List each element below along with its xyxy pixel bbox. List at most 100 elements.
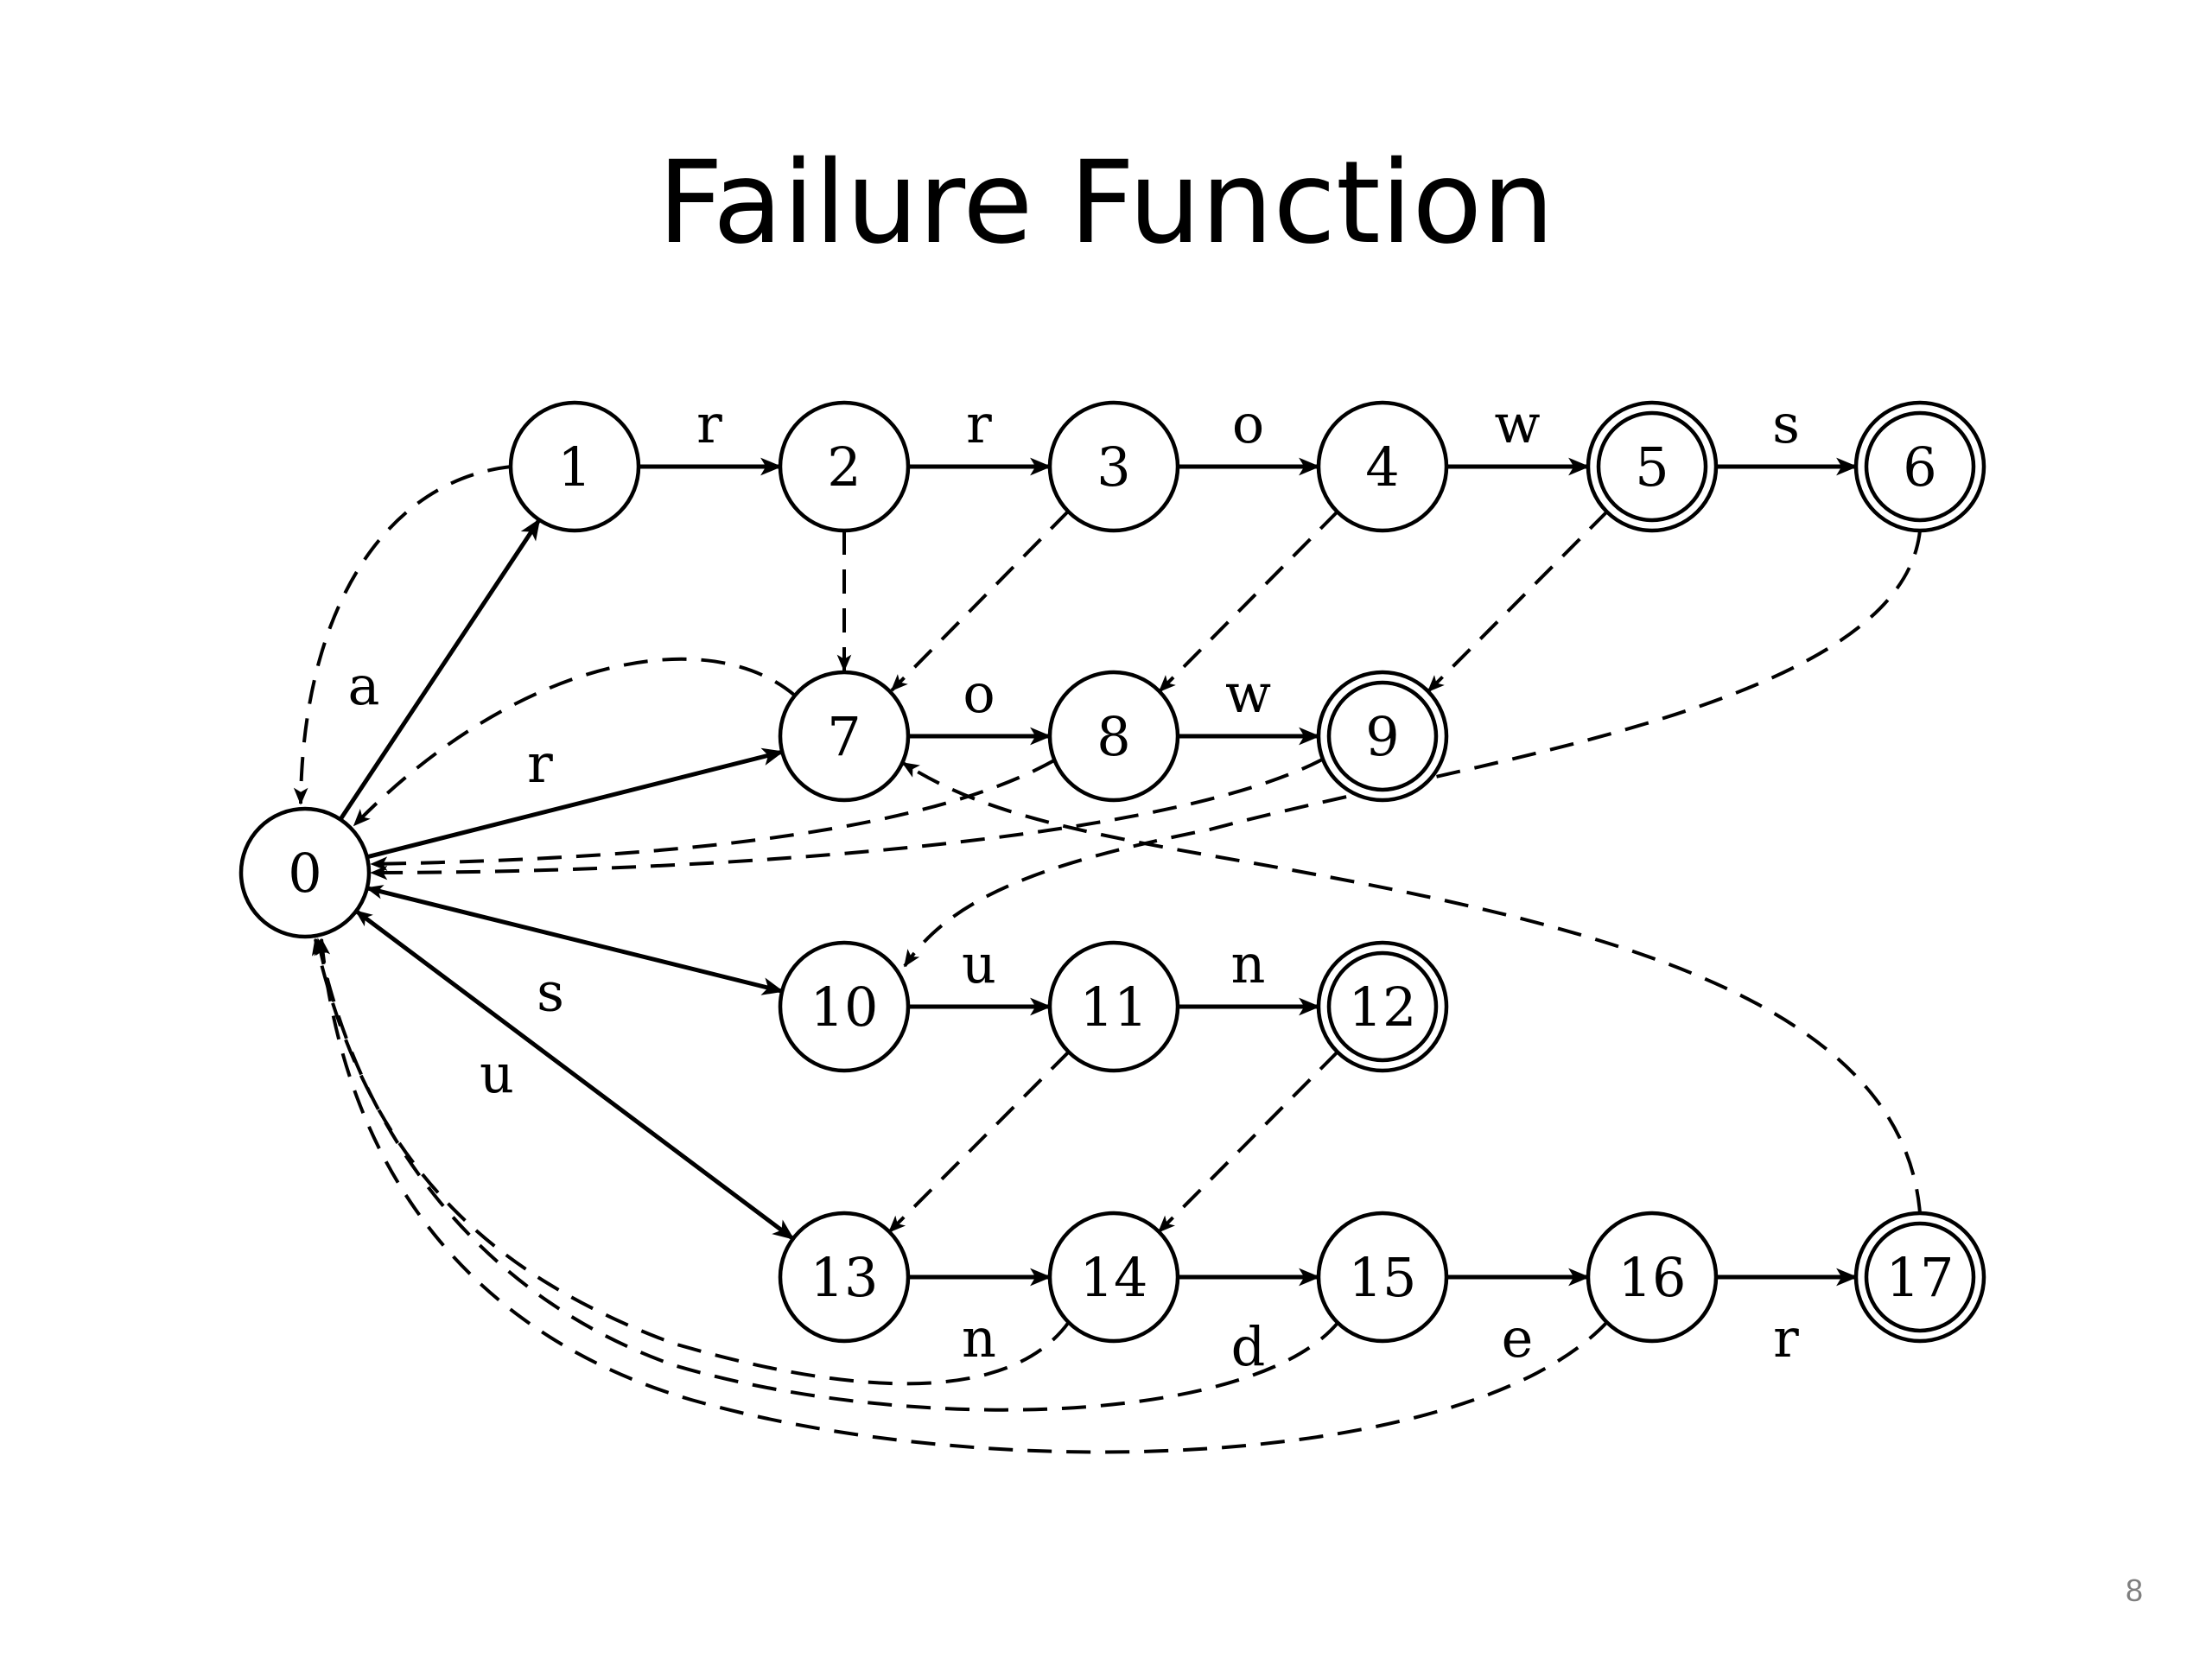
state-label: 5 (1635, 435, 1669, 499)
transition-label-2-3: r (966, 392, 992, 455)
state-label: 7 (827, 705, 861, 768)
state-3: 3 (1047, 400, 1180, 533)
state-label: 1 (557, 435, 591, 499)
state-2: 2 (778, 400, 911, 533)
state-8: 8 (1047, 670, 1180, 803)
transition-label-16-17: r (1773, 1306, 1799, 1370)
state-label: 17 (1886, 1246, 1955, 1309)
state-label: 0 (288, 842, 321, 905)
transitions (338, 457, 1859, 1287)
state-11: 11 (1047, 940, 1180, 1073)
state-9: 9 (1316, 670, 1449, 803)
state-1: 1 (508, 400, 641, 533)
state-label: 12 (1349, 976, 1417, 1039)
state-circle (778, 670, 911, 803)
state-circle (778, 400, 911, 533)
state-0: 0 (238, 806, 372, 939)
accepting-ring (1864, 1221, 1976, 1333)
transition-0-1 (338, 518, 542, 821)
state-17: 17 (1853, 1211, 1986, 1344)
transition-label-0-13: u (480, 1042, 514, 1105)
transition-label-14-15: d (1231, 1315, 1266, 1378)
transition-label-4-5: w (1494, 392, 1540, 455)
failure-link-15-0 (314, 938, 1340, 1412)
failure-link-3-7 (890, 510, 1070, 692)
state-circle (1586, 400, 1719, 533)
state-circle (1316, 670, 1449, 803)
state-4: 4 (1316, 400, 1449, 533)
state-16: 16 (1586, 1211, 1719, 1344)
state-circle (1047, 400, 1180, 533)
state-7: 7 (778, 670, 911, 803)
state-5: 5 (1586, 400, 1719, 533)
transition-label-5-6: s (1772, 392, 1800, 455)
state-label: 2 (827, 435, 861, 499)
state-label: 3 (1096, 435, 1130, 499)
state-label: 6 (1903, 435, 1936, 499)
failure-link-8-0 (370, 759, 1055, 871)
failure-link-12-14 (1157, 1051, 1339, 1233)
transition-label-0-10: s (537, 961, 564, 1024)
failure-link-16-0 (315, 938, 1609, 1454)
transition-label-8-9: w (1225, 662, 1271, 725)
transition-0-10 (366, 886, 785, 995)
state-6: 6 (1853, 400, 1986, 533)
state-circle (1853, 1211, 1986, 1344)
failure-link-4-8 (1158, 510, 1339, 693)
state-circle (508, 400, 641, 533)
failure-link-14-0 (311, 938, 1071, 1386)
state-circle (1853, 400, 1986, 533)
slide-number: 8 (2125, 1573, 2143, 1608)
failure-link-11-13 (887, 1050, 1071, 1234)
state-label: 16 (1618, 1246, 1687, 1309)
state-label: 10 (810, 976, 879, 1039)
transition-label-0-7: r (527, 732, 553, 795)
failure-link-6-10 (903, 530, 1922, 968)
failure-link-1-0 (293, 465, 512, 805)
accepting-ring (1864, 410, 1976, 523)
state-circle (1047, 940, 1180, 1073)
state-label: 13 (810, 1246, 879, 1309)
transition-label-13-14: n (962, 1306, 996, 1370)
state-label: 8 (1096, 705, 1130, 768)
failure-link-7-0 (353, 657, 797, 827)
state-circle (238, 806, 372, 939)
state-label: 14 (1080, 1246, 1148, 1309)
state-15: 15 (1316, 1211, 1449, 1344)
transition-label-3-4: o (1232, 392, 1264, 455)
transition-0-7 (366, 747, 785, 860)
state-14: 14 (1047, 1211, 1180, 1344)
transition-label-15-16: e (1502, 1306, 1534, 1370)
state-label: 4 (1365, 435, 1399, 499)
accepting-ring (1326, 950, 1439, 1063)
state-circle (778, 940, 911, 1073)
state-circle (1047, 670, 1180, 803)
state-label: 11 (1080, 976, 1148, 1039)
state-circle (1316, 940, 1449, 1073)
transition-label-10-11: u (962, 932, 996, 995)
accepting-ring (1326, 680, 1439, 792)
state-label: 9 (1365, 705, 1399, 768)
state-13: 13 (778, 1211, 911, 1344)
transition-label-11-12: n (1231, 932, 1266, 995)
transition-label-1-2: r (696, 392, 722, 455)
transition-0-13 (354, 909, 795, 1241)
transition-label-7-8: o (963, 662, 995, 725)
transition-label-0-1: a (348, 654, 380, 717)
state-circle (1316, 400, 1449, 533)
failure-link-17-7 (901, 761, 1922, 1214)
failure-link-9-0 (370, 757, 1325, 880)
failure-link-5-9 (1427, 510, 1609, 693)
slide-title: Failure Function (658, 137, 1554, 270)
state-circle (1586, 1211, 1719, 1344)
state-label: 15 (1349, 1246, 1417, 1309)
state-circle (1047, 1211, 1180, 1344)
state-circle (778, 1211, 911, 1344)
state-12: 12 (1316, 940, 1449, 1073)
state-circle (1316, 1211, 1449, 1344)
state-10: 10 (778, 940, 911, 1073)
accepting-ring (1596, 410, 1708, 523)
